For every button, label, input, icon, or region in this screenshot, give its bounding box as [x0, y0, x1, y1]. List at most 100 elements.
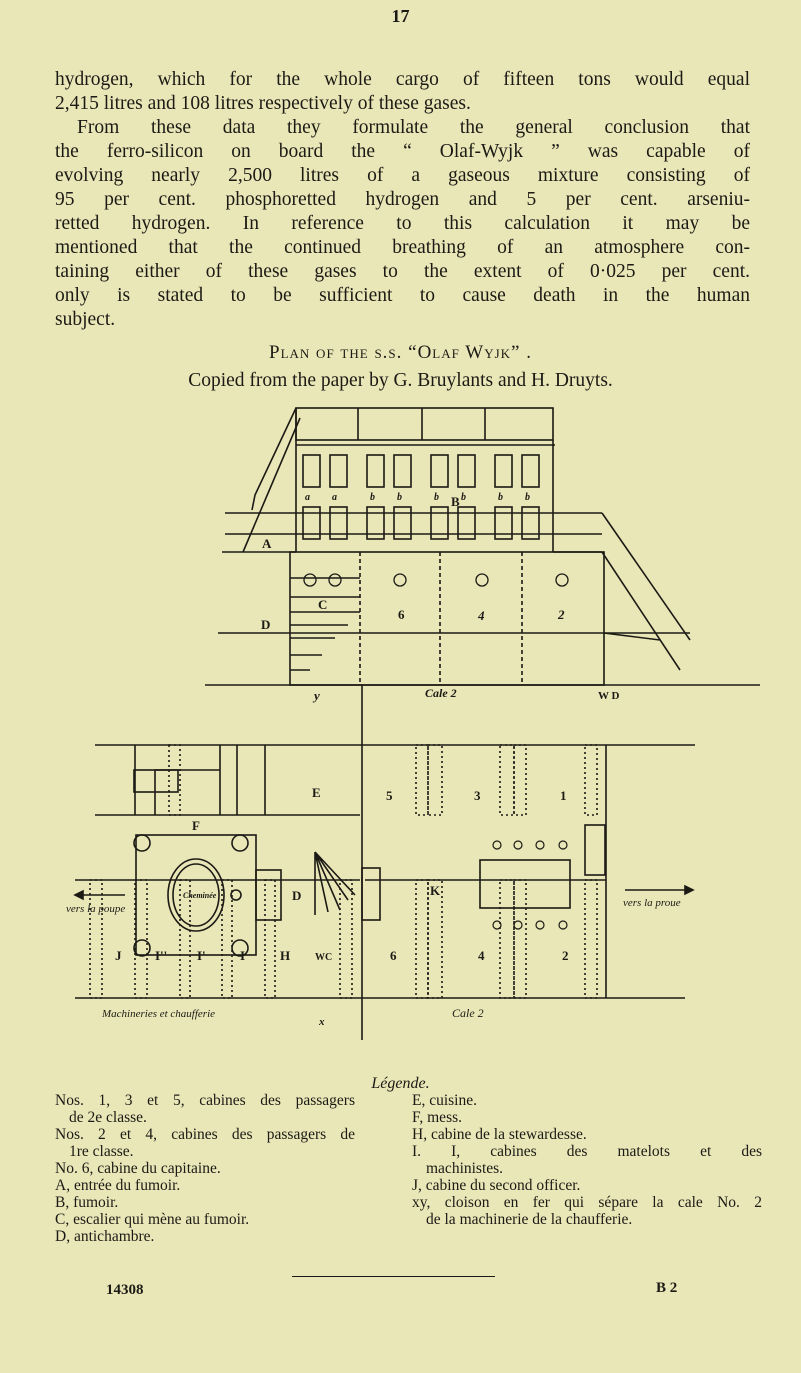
- label-a: A: [262, 536, 272, 551]
- door-panel: [494, 506, 513, 540]
- legend-item: 1re classe.: [69, 1143, 134, 1160]
- partition-wall: [427, 879, 443, 999]
- label-f: F: [192, 818, 200, 833]
- plan-source: Copied from the paper by G. Bruylants an…: [188, 370, 613, 391]
- legend-left-column: Nos. 1, 3 et 5, cabines des passagers de…: [55, 1092, 355, 1245]
- text-line: taining either of these gases to the ext…: [55, 261, 750, 282]
- cabin-5: 5: [386, 788, 393, 803]
- legend-item: E, cuisine.: [412, 1092, 477, 1109]
- partition-wall: [415, 744, 429, 816]
- label-b: B: [451, 494, 460, 509]
- print-number: 14308: [106, 1282, 144, 1298]
- label-k: K: [430, 883, 441, 898]
- partition-wall: [415, 879, 429, 999]
- partition-wall: [179, 879, 191, 999]
- legend-item: J, cabine du second officer.: [412, 1177, 581, 1194]
- cabin-number-6: 6: [398, 607, 405, 622]
- label-x: x: [318, 1016, 325, 1028]
- plan-title: Plan of the s.s. “Olaf Wyjk” .: [269, 342, 532, 363]
- text-line: From these data they formulate the gener…: [77, 117, 750, 138]
- signature-mark: B 2: [656, 1280, 678, 1296]
- cabin-2: 2: [562, 948, 569, 963]
- cabin-window: [494, 454, 513, 488]
- cabin-number-4: 4: [477, 608, 485, 623]
- cabin-letter: a: [332, 492, 337, 503]
- text-line: retted hydrogen. In reference to this ca…: [55, 213, 750, 234]
- text-line: subject.: [55, 309, 116, 330]
- legend-item: F, mess.: [412, 1109, 463, 1126]
- legend-item: H, cabine de la stewardesse.: [412, 1126, 587, 1143]
- door-panel: [302, 506, 321, 540]
- text-line: evolving nearly 2,500 litres of a gaseou…: [55, 165, 750, 186]
- cabin-window: [366, 454, 385, 488]
- label-y: y: [312, 688, 320, 703]
- label-i2: I'': [155, 948, 167, 963]
- partition-wall: [513, 879, 527, 999]
- text-line: 2,415 litres and 108 litres respectively…: [55, 93, 471, 114]
- partition-wall: [339, 879, 353, 999]
- cabin-window: [430, 454, 449, 488]
- cabin-window: [393, 454, 412, 488]
- cabin-6: 6: [390, 948, 397, 963]
- deck-plan-drawing: [73, 744, 695, 999]
- legend-item: C, escalier qui mène au fumoir.: [55, 1211, 250, 1228]
- legend-item: de 2e classe.: [69, 1109, 147, 1126]
- legend-item: B, fumoir.: [55, 1194, 119, 1211]
- door-panel: [393, 506, 412, 540]
- cabin-1: 1: [560, 788, 567, 803]
- legend-item: A, entrée du fumoir.: [55, 1177, 181, 1194]
- label-c: C: [318, 597, 327, 612]
- partition-wall: [221, 879, 233, 999]
- label-d: D: [292, 888, 301, 903]
- legend-item: I. I, cabines des matelots et des: [412, 1143, 762, 1160]
- partition-wall: [584, 744, 598, 816]
- page-number: 17: [391, 6, 410, 26]
- cabin-window: [457, 454, 476, 488]
- text-line: only is stated to be sufficient to cause…: [55, 285, 750, 306]
- door-panel: [430, 506, 449, 540]
- label-h: H: [280, 948, 290, 963]
- cabin-letter: b: [370, 492, 375, 503]
- legend-item: No. 6, cabine du capitaine.: [55, 1160, 221, 1177]
- text-line: hydrogen, which for the whole cargo of f…: [55, 69, 750, 90]
- chimney-label: Cheminée: [183, 891, 217, 900]
- partition-wall: [513, 744, 527, 816]
- legend-item: D, antichambre.: [55, 1228, 155, 1245]
- label-e: E: [312, 785, 321, 800]
- label-j: J: [115, 948, 122, 963]
- legend-item: Nos. 1, 3 et 5, cabines des passagers: [55, 1092, 355, 1109]
- wd-label: W D: [598, 690, 620, 702]
- legend-item: de la machinerie de la chaufferie.: [426, 1211, 633, 1228]
- text-line: 95 per cent. phosphoretted hydrogen and …: [55, 189, 750, 210]
- cabin-3: 3: [474, 788, 481, 803]
- cabin-window: [521, 454, 540, 488]
- partition-wall: [264, 879, 276, 999]
- legend-item: xy, cloison en fer qui sépare la cale No…: [412, 1194, 762, 1211]
- elevation-drawing: [205, 407, 760, 1040]
- door-panel: [366, 506, 385, 540]
- partition-wall: [89, 879, 103, 999]
- text-line: mentioned that the continued breathing o…: [55, 237, 750, 258]
- door-panel: [521, 506, 540, 540]
- label-d: D: [261, 617, 270, 632]
- legend-right-column: E, cuisine. F, mess. H, cabine de la ste…: [412, 1092, 762, 1228]
- body-paragraph: hydrogen, which for the whole cargo of f…: [55, 68, 750, 332]
- partition-wall: [499, 879, 515, 999]
- partition-wall: [584, 879, 598, 999]
- legend-item: Nos. 2 et 4, cabines des passagers de: [55, 1126, 355, 1143]
- label-i: I: [240, 948, 245, 963]
- partition-wall: [427, 744, 443, 816]
- partition-wall: [134, 879, 148, 999]
- cabin-letter: b: [525, 492, 530, 503]
- aft-direction-label: vers la poupe: [66, 903, 125, 915]
- fore-direction-label: vers la proue: [623, 897, 681, 909]
- door-panel: [329, 506, 348, 540]
- label-i1: I': [197, 948, 206, 963]
- label-wc: WC: [315, 952, 332, 963]
- cabin-letter: b: [498, 492, 503, 503]
- footer-rule: [292, 1276, 495, 1277]
- cabin-window: [302, 454, 321, 488]
- cabin-letter: b: [397, 492, 402, 503]
- cabin-number-2: 2: [557, 607, 565, 622]
- cabin-4: 4: [478, 948, 485, 963]
